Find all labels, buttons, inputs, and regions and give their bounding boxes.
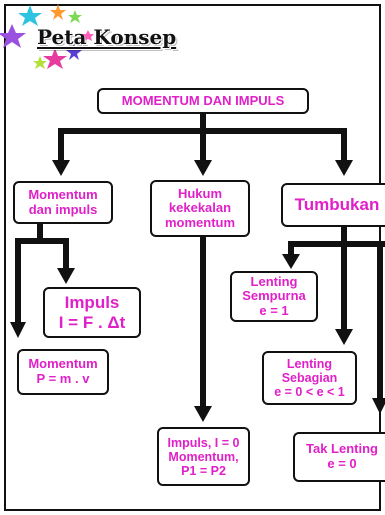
lenting-sebagian-line3: e = 0 < e < 1 <box>274 385 345 399</box>
impuls-line1: Impuls <box>64 293 120 313</box>
page-title: Peta Konsep <box>37 25 177 49</box>
tak-lenting-line2: e = 0 <box>327 456 357 471</box>
conservation-result-box: Impuls, I = 0 Momentum, P1 = P2 <box>157 427 250 486</box>
root-label: MOMENTUM DAN IMPULS <box>121 92 285 108</box>
lenting-sempurna-line1: Lenting <box>250 273 298 289</box>
momentum-line1: Momentum <box>28 356 98 372</box>
conservation-line2: Momentum, <box>168 449 239 464</box>
branch-hukum-kekekalan-box: Hukum kekekalan momentum <box>150 180 250 237</box>
lenting-sebagian-box: Lenting Sebagian e = 0 < e < 1 <box>262 351 357 405</box>
root-box: MOMENTUM DAN IMPULS <box>97 88 309 114</box>
lenting-sempurna-line2: Sempurna <box>242 288 306 304</box>
lenting-sempurna-line3: e = 1 <box>259 302 289 318</box>
tak-lenting-box: Tak Lenting e = 0 <box>293 432 385 482</box>
impuls-line2: I = F . Δt <box>58 312 126 332</box>
branch1-line2: dan impuls <box>28 201 98 217</box>
conservation-line3: P1 = P2 <box>181 463 226 478</box>
branch1-line1: Momentum <box>28 186 98 202</box>
conservation-line1: Impuls, I = 0 <box>167 435 240 450</box>
momentum-box: Momentum P = m . v <box>17 349 109 395</box>
lenting-sempurna-box: Lenting Sempurna e = 1 <box>230 271 318 322</box>
lenting-sebagian-line1: Lenting <box>286 357 333 371</box>
branch-tumbukan-box: Tumbukan <box>281 183 385 227</box>
branch2-line2: kekekalan <box>168 200 232 216</box>
lenting-sebagian-line2: Sebagian <box>281 371 338 385</box>
impuls-box: Impuls I = F . Δt <box>43 287 141 338</box>
momentum-line2: P = m . v <box>36 371 90 386</box>
decorative-stars-icon <box>0 4 94 69</box>
branch-momentum-impuls-box: Momentum dan impuls <box>13 181 113 224</box>
branch2-line3: momentum <box>164 214 236 230</box>
branch2-line1: Hukum <box>177 185 223 201</box>
branch3-label: Tumbukan <box>294 195 380 215</box>
tak-lenting-line1: Tak Lenting <box>306 441 378 457</box>
